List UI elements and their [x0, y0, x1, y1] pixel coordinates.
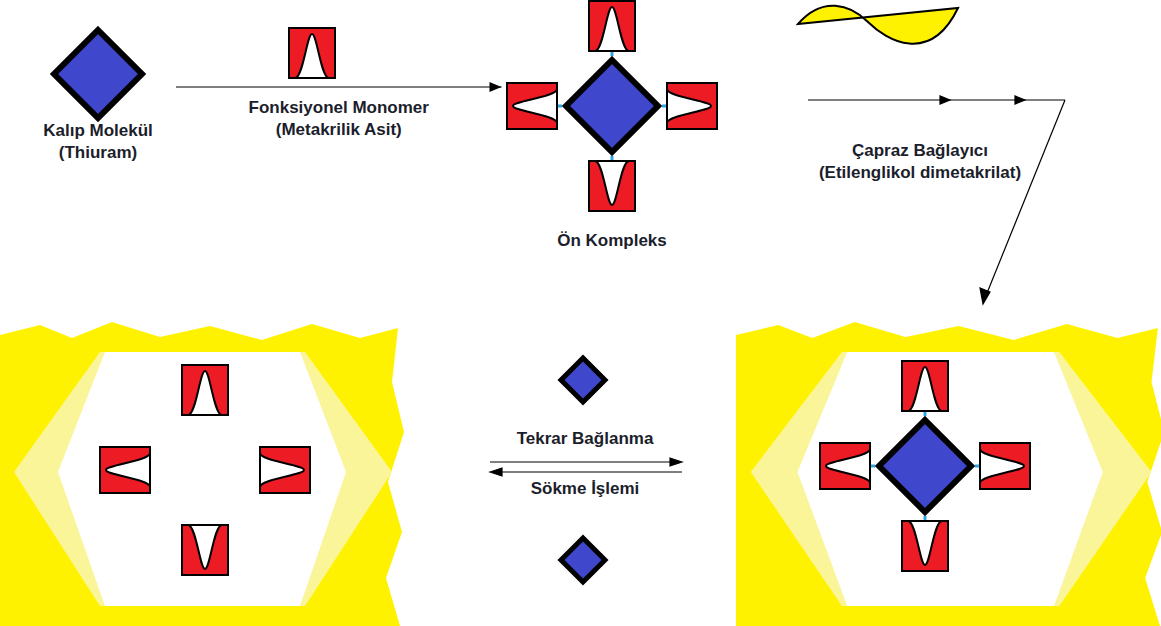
node-caption: Ön Kompleks: [512, 230, 712, 252]
arrow-label: Fonksiyonel Monomer (Metakrilik Asit): [239, 97, 439, 141]
process-arrow: [176, 82, 502, 92]
monomer-symbol: [289, 28, 335, 78]
step-label: Çapraz Bağlayıcı (Etilenglikol dimetakri…: [805, 140, 1035, 184]
node-caption: Kalıp Molekül (Thiuram): [28, 120, 168, 164]
template-diamond: [561, 358, 605, 402]
template-diamond: [561, 538, 605, 582]
equilibrium-arrows: [490, 458, 682, 476]
diagram-node: Ön Kompleks: [505, 0, 720, 252]
crosslinker-symbol: [798, 6, 958, 44]
imprinted-cavity: [100, 365, 310, 575]
step-label: Sökme İşlemi: [531, 478, 640, 500]
template-diamond: [54, 30, 142, 118]
diagram-node: Kalıp Molekül (Thiuram): [23, 22, 173, 164]
polymer-matrix: [736, 322, 1161, 626]
step-label: Tekrar Bağlanma: [517, 428, 654, 450]
polymer-matrix: [0, 322, 404, 626]
crosslinker-arrow: [808, 96, 1065, 304]
bound-complex: [820, 361, 1030, 571]
pre-complex: [507, 1, 717, 211]
